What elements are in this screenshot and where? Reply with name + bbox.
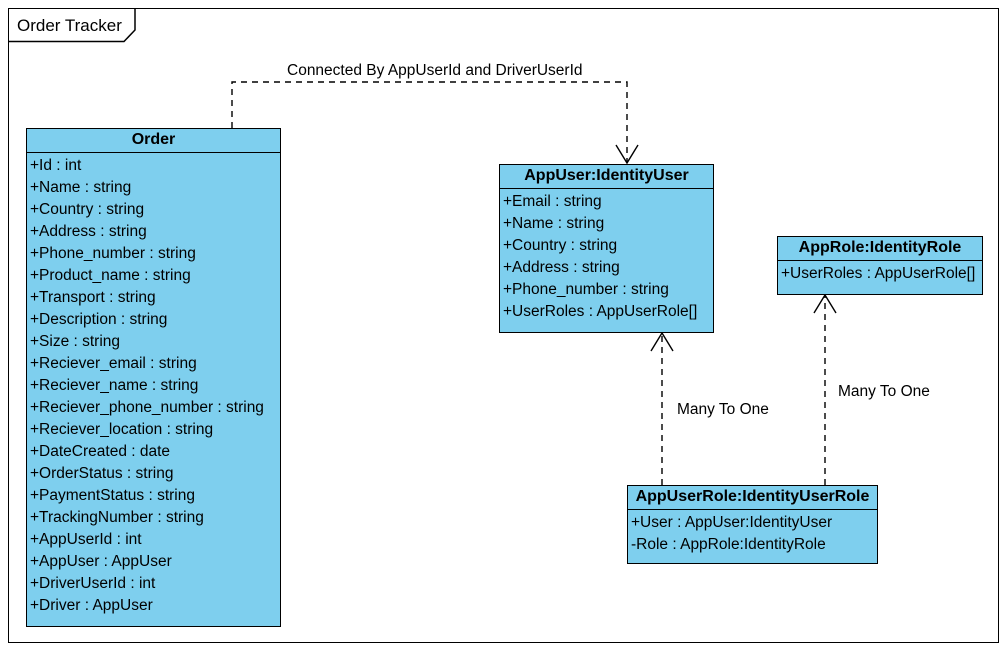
arrowhead-appuser-top [615,144,639,165]
class-name: AppRole:IdentityRole [778,237,982,261]
attribute: +Name : string [503,215,605,232]
attribute: +Phone_number : string [30,245,196,262]
edge-order-to-appuser [231,81,628,163]
arrowhead-appuser-bottom [650,331,674,352]
class-name: Order [27,129,280,153]
label-connected-by: Connected By AppUserId and DriverUserId [287,62,583,79]
frame-tab [8,8,136,43]
attribute: +DateCreated : date [30,443,171,460]
attribute: +UserRoles : AppUserRole[] [781,265,976,282]
attribute-list: +Email : string +Name : string +Country : … [500,189,713,323]
class-app-user[interactable]: AppUser:IdentityUser +Email : string +Nam… [499,164,714,333]
attribute: +TrackingNumber : string [30,509,204,526]
attribute: +Address : string [30,223,147,240]
class-app-role[interactable]: AppRole:IdentityRole +UserRoles : AppUse… [777,236,983,295]
attribute: +Description : string [30,311,168,328]
attribute: +Product_name : string [30,267,191,284]
label-many-to-one-user: Many To One [677,401,769,418]
frame-title: Order Tracker [17,16,122,35]
attribute: +Country : string [503,237,618,254]
label-many-to-one-role: Many To One [838,383,930,400]
attribute: +Name : string [30,179,132,196]
diagram-frame [8,8,999,643]
arrowhead-approle-bottom [813,293,837,314]
class-app-user-role[interactable]: AppUserRole:IdentityUserRole +User : App… [627,485,878,564]
attribute: +Reciever_email : string [30,355,197,372]
attribute: +DriverUserId : int [30,575,156,592]
attribute: +Phone_number : string [503,281,669,298]
attribute: +Reciever_location : string [30,421,214,438]
attribute-list: +Id : int +Name : string +Country : string… [27,153,280,617]
attribute: +PaymentStatus : string [30,487,195,504]
attribute: +Reciever_name : string [30,377,199,394]
attribute-list: +User : AppUser:IdentityUser -Role : AppR… [628,510,877,556]
attribute-list: +UserRoles : AppUserRole[] [778,261,982,285]
attribute: +Size : string [30,333,121,350]
attribute: +UserRoles : AppUserRole[] [503,303,698,320]
attribute: +AppUserId : int [30,531,142,548]
attribute: +Transport : string [30,289,156,306]
attribute: +User : AppUser:IdentityUser [631,514,833,531]
attribute: +Id : int [30,157,82,174]
attribute: +Country : string [30,201,145,218]
attribute: +Address : string [503,259,620,276]
class-order[interactable]: Order +Id : int +Name : string +Country : … [26,128,281,627]
attribute: +OrderStatus : string [30,465,174,482]
attribute: +Email : string [503,193,602,210]
class-name: AppUser:IdentityUser [500,165,713,189]
attribute: -Role : AppRole:IdentityRole [631,536,826,553]
attribute: +AppUser : AppUser [30,553,172,570]
attribute: +Driver : AppUser [30,597,153,614]
class-name: AppUserRole:IdentityUserRole [628,486,877,510]
attribute: +Reciever_phone_number : string [30,399,264,416]
